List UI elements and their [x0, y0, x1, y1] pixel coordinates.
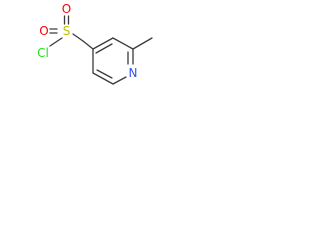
chemical-structure-diagram: O O S Cl N — [37, 2, 153, 85]
bond-n-c6 — [112, 76, 127, 85]
nitrogen-label: N — [129, 66, 138, 80]
bond-c2-methyl — [132, 37, 153, 50]
bond-c2-n — [127, 48, 134, 65]
sulfur-label: S — [63, 24, 71, 38]
bond-c6-c5 — [92, 69, 114, 85]
bond-ch2-ring — [82, 40, 94, 50]
bond-s-o-left — [49, 28, 58, 34]
bond-s-o-top — [63, 15, 70, 25]
chlorine-label: Cl — [37, 46, 49, 60]
bond-c4-c3 — [92, 37, 114, 54]
oxygen-left-label: O — [39, 24, 48, 38]
bond-s-cl — [49, 37, 63, 47]
oxygen-top-label: O — [62, 2, 71, 16]
bond-s-ch2 — [72, 33, 84, 42]
bond-c3-c2 — [112, 37, 134, 50]
